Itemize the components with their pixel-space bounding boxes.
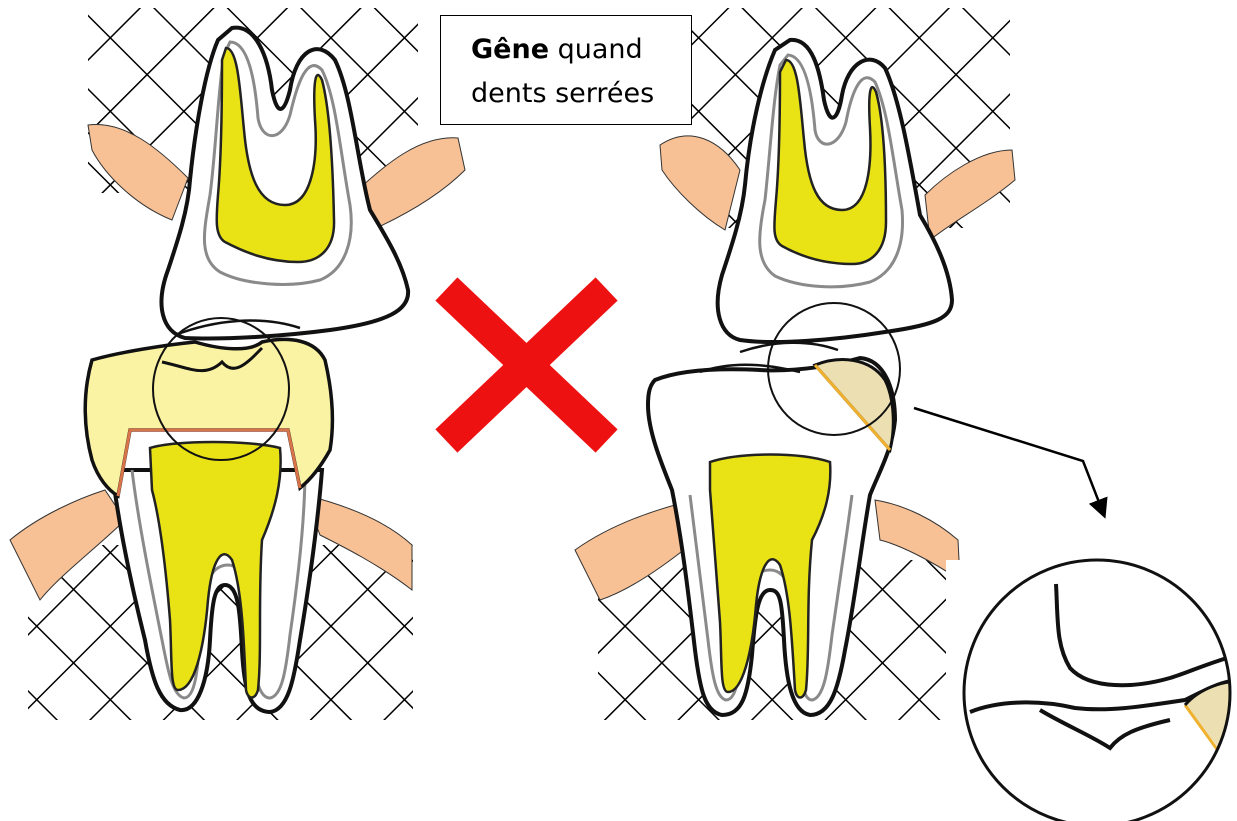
magnifier-circle-icon bbox=[946, 555, 1237, 821]
left-lower-tooth bbox=[10, 318, 413, 720]
red-cross-icon bbox=[458, 300, 595, 430]
left-upper-tooth bbox=[88, 8, 465, 339]
caption-bold-word: Gêne bbox=[471, 34, 549, 65]
caption-line-1: Gêne quand bbox=[471, 28, 677, 72]
caption-box: Gêne quand dents serrées bbox=[440, 15, 692, 125]
arrow-icon bbox=[914, 408, 1104, 515]
right-upper-tooth bbox=[660, 8, 1015, 342]
caption-line-1-rest: quand bbox=[549, 34, 643, 65]
right-lower-tooth bbox=[575, 303, 960, 720]
caption-line-2: dents serrées bbox=[471, 72, 677, 116]
